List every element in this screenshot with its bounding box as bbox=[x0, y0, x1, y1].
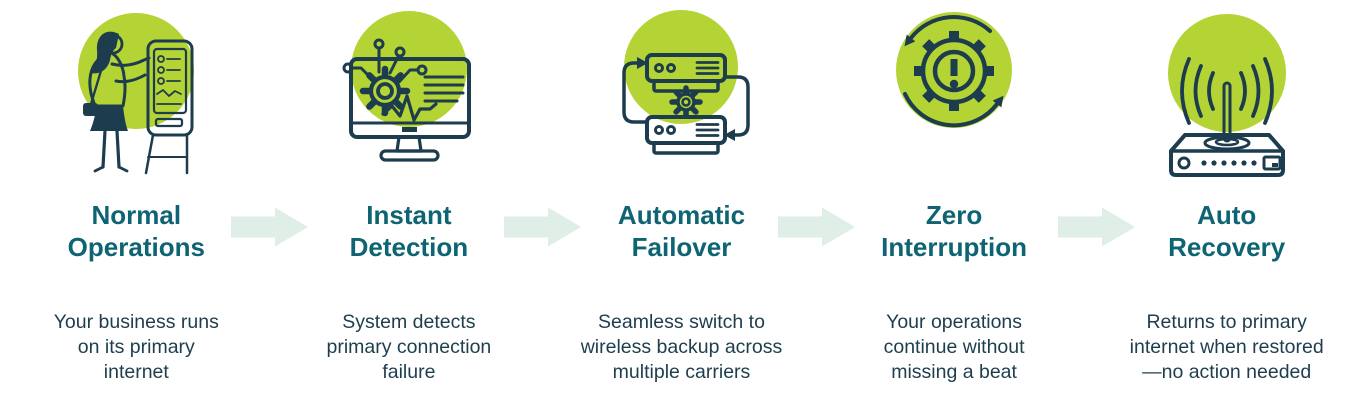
flow-arrow-right-icon bbox=[1058, 207, 1136, 247]
step-description: Your business runs on its primary intern… bbox=[53, 311, 219, 383]
step-auto-recovery: Auto Recovery Returns to primary interne… bbox=[1090, 0, 1363, 403]
flow-arrow-right-icon bbox=[504, 207, 582, 247]
step-icon-area bbox=[56, 0, 216, 188]
step-description: Seamless switch to wireless backup acros… bbox=[580, 311, 783, 383]
step-title: Auto Recovery bbox=[1168, 200, 1286, 262]
step-description: Returns to primary internet when restore… bbox=[1129, 311, 1324, 383]
step-automatic-failover: Automatic Failover Seamless switch to wi… bbox=[545, 0, 818, 403]
wifi-router-icon bbox=[1167, 14, 1286, 177]
step-description: Your operations continue without missing… bbox=[883, 311, 1025, 383]
step-title: Normal Operations bbox=[67, 200, 205, 262]
step-title: Instant Detection bbox=[349, 200, 469, 262]
step-icon-area bbox=[601, 0, 761, 188]
monitor-gear-icon bbox=[342, 11, 471, 162]
flow-arrow-right-icon bbox=[230, 207, 309, 247]
step-zero-interruption: Zero Interruption Your operations contin… bbox=[818, 0, 1091, 403]
person-kiosk-icon bbox=[78, 13, 195, 175]
flow-arrow-right-icon bbox=[777, 207, 856, 247]
step-instant-detection: Instant Detection System detects primary… bbox=[273, 0, 546, 403]
gear-alert-icon bbox=[896, 12, 1013, 128]
failover-routers-icon bbox=[622, 10, 751, 155]
step-icon-area bbox=[1147, 0, 1307, 188]
step-title: Zero Interruption bbox=[881, 200, 1028, 262]
step-title: Automatic Failover bbox=[617, 200, 746, 262]
step-normal-operations: Normal Operations Your business runs on … bbox=[0, 0, 273, 403]
step-icon-area bbox=[329, 0, 489, 188]
step-description: System detects primary connection failur… bbox=[326, 311, 492, 383]
step-icon-area bbox=[874, 0, 1034, 188]
